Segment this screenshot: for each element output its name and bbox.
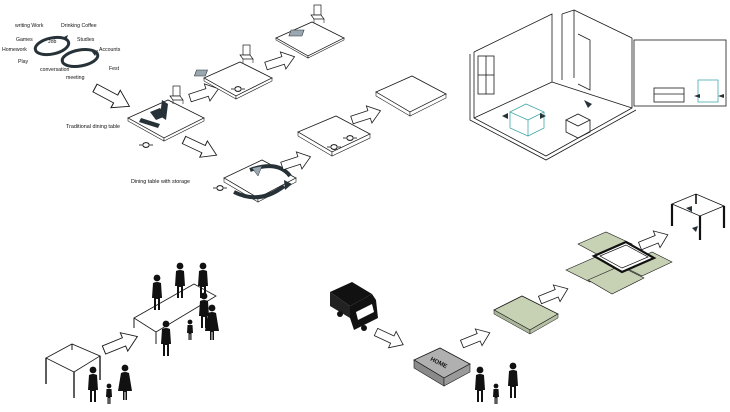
cycle-label: Homework xyxy=(2,47,27,53)
cycle-label: conversation xyxy=(40,67,70,73)
assembled-table-frame xyxy=(670,193,726,240)
cycle-label: Studies xyxy=(77,37,95,43)
person-icon xyxy=(508,362,518,398)
traditional-table-sequence: Traditional dining table xyxy=(66,4,345,148)
flow-arrow xyxy=(89,78,135,116)
plate-icon xyxy=(138,142,154,148)
person-icon xyxy=(187,319,193,340)
person-icon xyxy=(475,366,485,402)
chair-icon xyxy=(310,4,325,24)
caption-storage: Dining table with storage xyxy=(131,179,190,185)
chair-icon xyxy=(169,85,184,105)
delivery-sequence: HOME xyxy=(330,193,726,404)
sofa-icon xyxy=(653,87,685,103)
person-icon xyxy=(118,364,132,400)
window-icon xyxy=(697,79,719,103)
cycle-label: Games xyxy=(16,37,33,43)
storage-table-sequence: Dining table with storage xyxy=(131,75,447,203)
room-axonometric xyxy=(469,9,727,161)
cycle-label: Job xyxy=(48,39,56,45)
cycle-label: Accounts xyxy=(99,47,121,53)
person-icon xyxy=(106,383,112,404)
chair-icon xyxy=(239,44,254,64)
truck-icon xyxy=(330,282,378,331)
activity-cycle: writing Work Drinking Coffee Games Job S… xyxy=(2,23,121,81)
person-icon xyxy=(88,366,98,402)
cycle-label: writing Work xyxy=(15,23,44,29)
plate-icon xyxy=(212,185,228,191)
flow-arrow xyxy=(179,131,221,164)
cycle-label: Play xyxy=(18,59,28,65)
cycle-label: Fest xyxy=(109,66,120,72)
caption-traditional: Traditional dining table xyxy=(66,124,120,130)
cycle-label: meeting xyxy=(66,75,85,81)
person-icon xyxy=(493,383,499,404)
cycle-label: Drinking Coffee xyxy=(61,23,97,29)
rotation-arrow-icon xyxy=(233,184,286,200)
gathering-sequence xyxy=(45,262,219,404)
